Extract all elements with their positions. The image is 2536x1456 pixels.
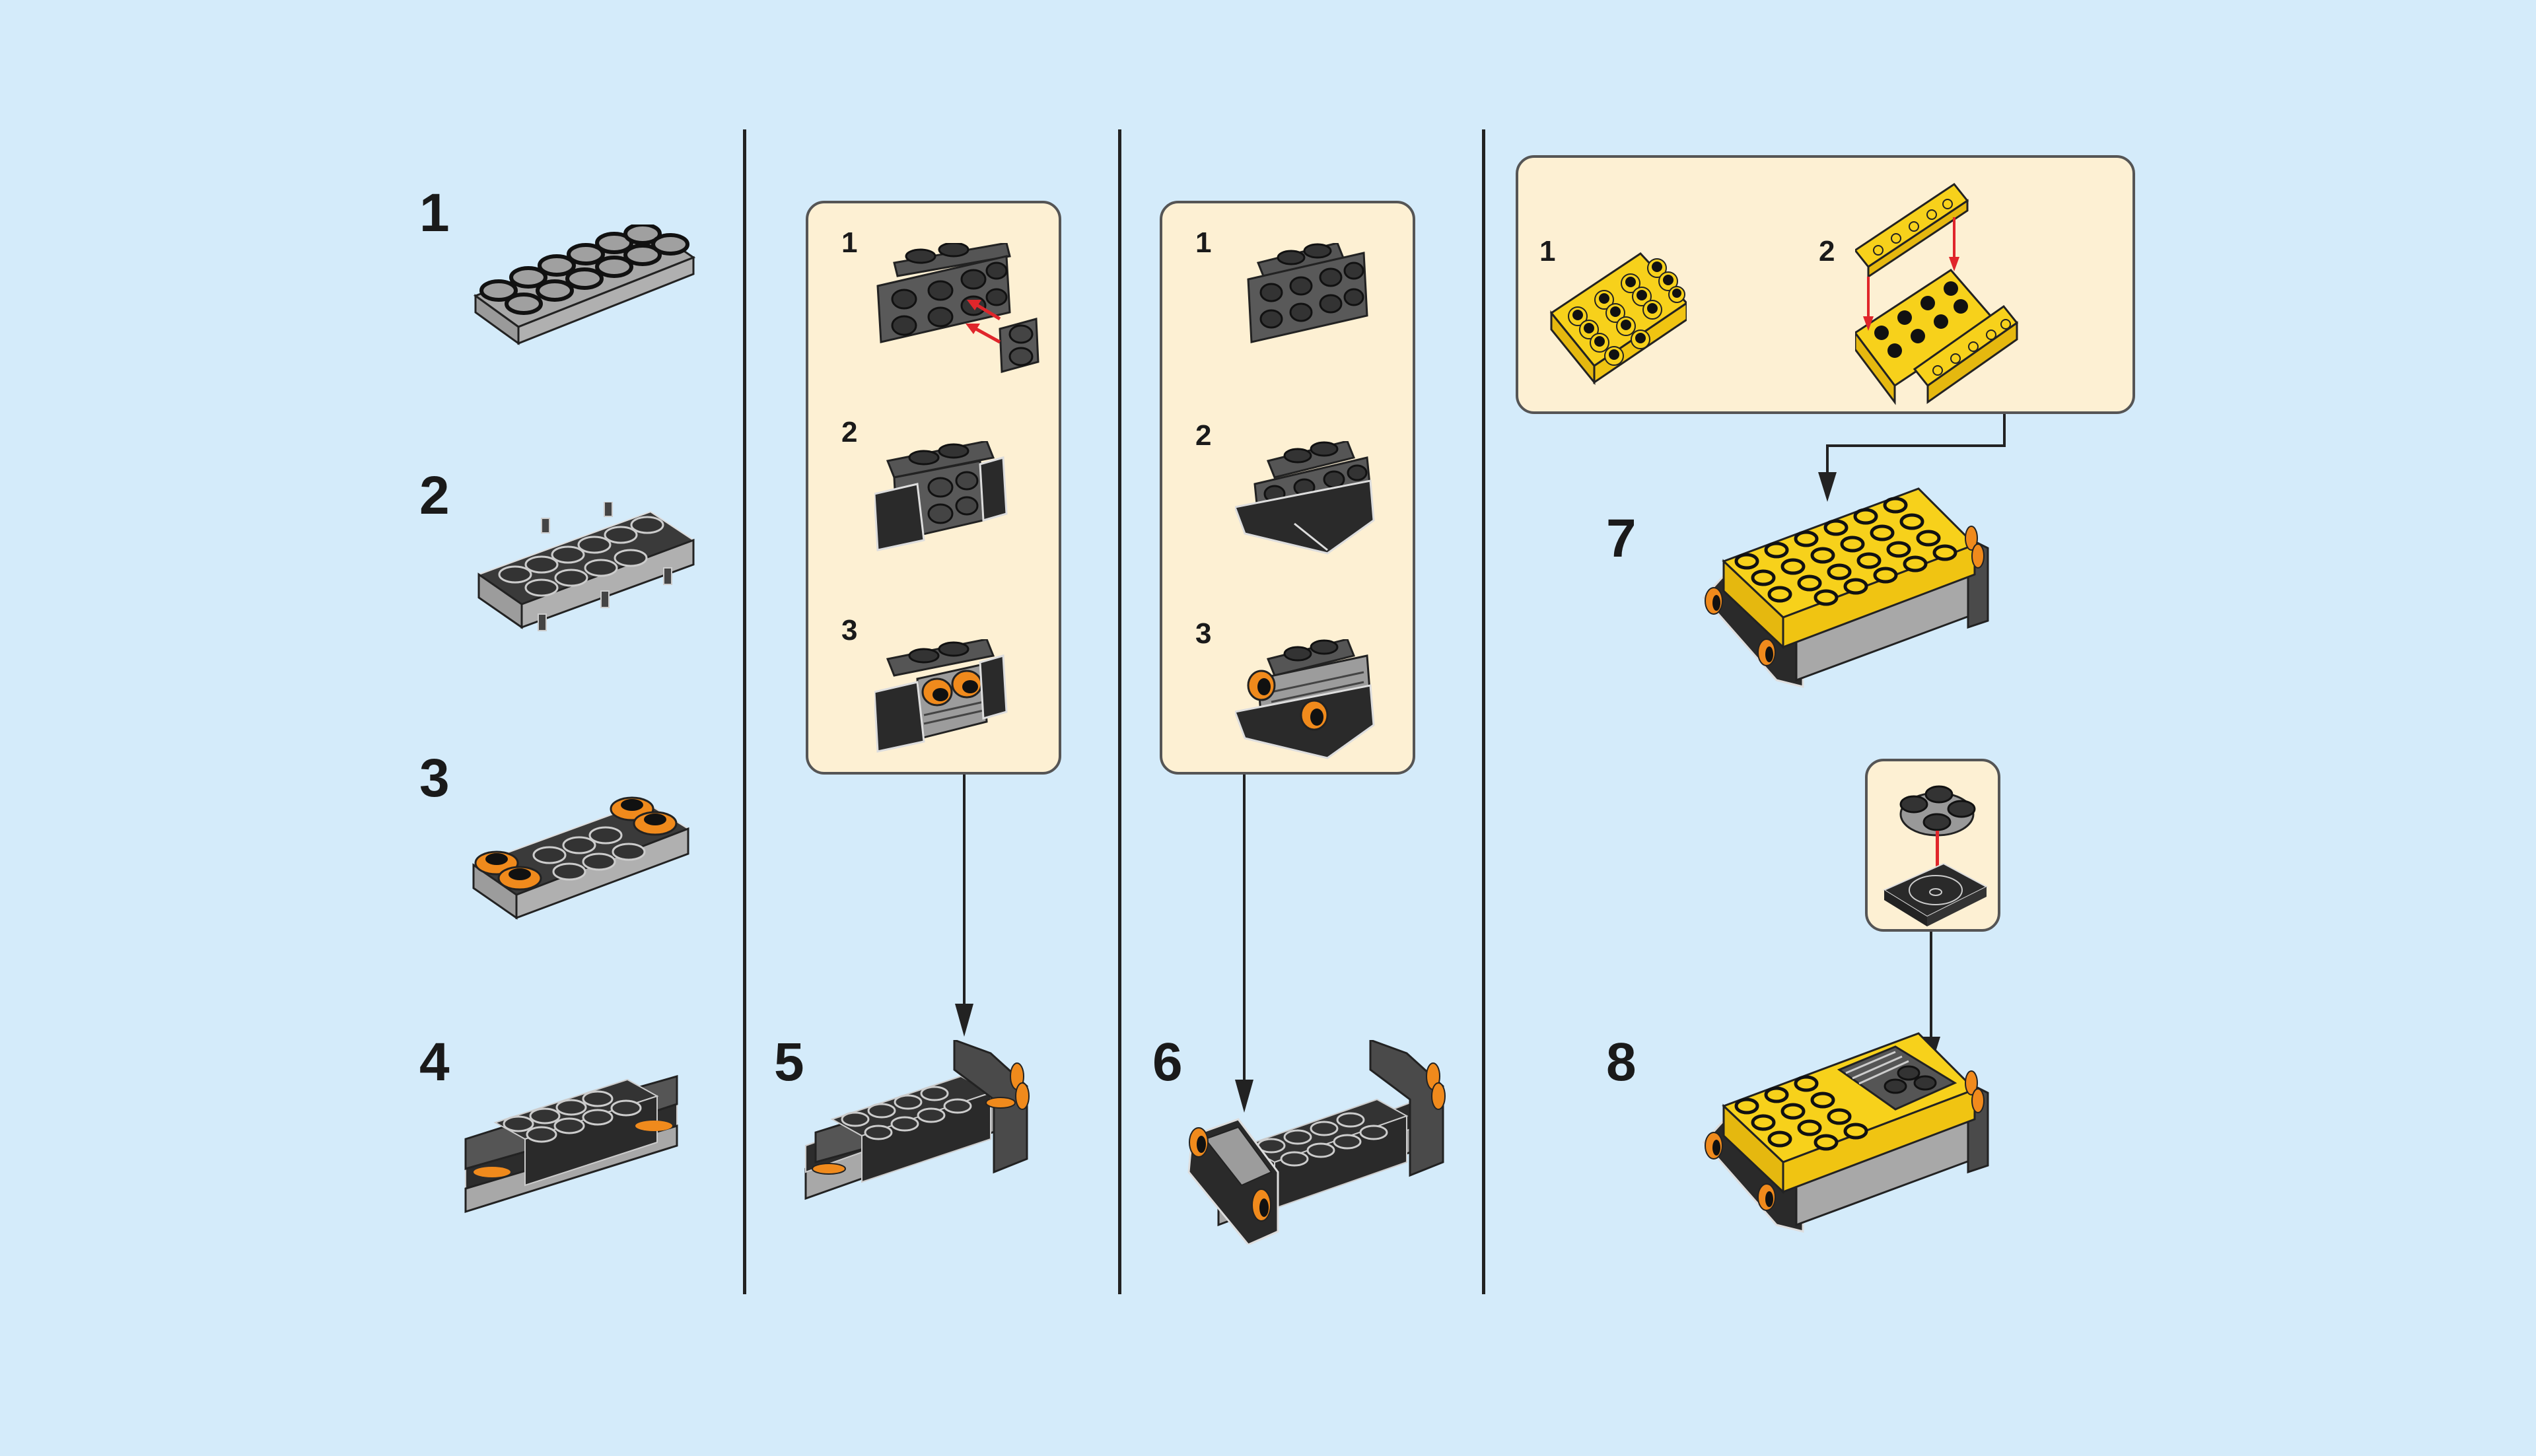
step-number-4: 4: [419, 1032, 450, 1092]
front-substep-3-illustration: [1235, 639, 1380, 765]
arrow-down-icon: [1235, 1080, 1253, 1113]
substep-number-1: 1: [841, 226, 858, 259]
black-base-icon: [477, 502, 695, 631]
rear-assembly-callout: 1 2: [806, 201, 1061, 775]
substep-number-3: 3: [1195, 617, 1212, 650]
yellow-plate-underside-icon: [1549, 252, 1687, 386]
column-divider-2: [1118, 129, 1121, 1294]
turntable-callout: [1865, 759, 2000, 932]
callout-arrow-line-8: [1930, 932, 1932, 1057]
arrow-down-icon: [1818, 472, 1837, 502]
chassis-with-front-rear-icon: [1187, 1040, 1446, 1245]
column-divider-1: [743, 129, 746, 1294]
substep-number-2: 2: [841, 416, 858, 448]
step-8-illustration: [1697, 1020, 2001, 1245]
step-3-illustration: [470, 789, 695, 928]
column-divider-3: [1482, 129, 1485, 1294]
step-4-illustration: [462, 1063, 687, 1222]
yellow-plate-with-rails-icon: [1855, 182, 2019, 405]
substep-number-1: 1: [1539, 235, 1556, 267]
car-with-yellow-roof-icon: [1702, 487, 1989, 688]
base-with-black-bricks-icon: [464, 1075, 678, 1214]
step-number-8: 8: [1606, 1032, 1637, 1092]
step-number-6: 6: [1152, 1032, 1183, 1092]
substep-number-2: 2: [1819, 235, 1835, 267]
bracket-with-plate-icon: [876, 243, 1039, 373]
roof-substep-2-illustration: [1855, 178, 2066, 409]
turntable-plate-icon: [1882, 785, 1989, 926]
substep-number-1: 1: [1195, 226, 1212, 259]
front-substep-1-illustration: [1245, 243, 1377, 362]
rear-substep-3-illustration: [874, 639, 1020, 765]
bracket-with-headlights-icon: [1235, 639, 1375, 759]
step-number-1: 1: [419, 183, 450, 243]
step-7-illustration: [1697, 482, 2001, 700]
roof-substep-1-illustration: [1548, 247, 1687, 396]
rear-substep-2-illustration: [874, 441, 1020, 567]
car-with-turntable-icon: [1702, 1032, 1989, 1233]
step-5-illustration: [802, 1040, 1067, 1225]
base-with-orange-plates-icon: [472, 796, 690, 920]
callout-arrow-line-7b: [1826, 444, 2006, 447]
arrow-down-icon: [955, 1004, 973, 1037]
step-number-7: 7: [1606, 508, 1637, 569]
gray-plate-icon: [473, 225, 696, 345]
step-2-illustration: [476, 502, 700, 634]
bracket-with-wedge-icon: [1235, 441, 1375, 555]
bracket-icon: [1247, 243, 1368, 343]
bracket-with-lights-icon: [874, 639, 1008, 753]
callout-arrow-line-7c: [1826, 444, 1829, 481]
front-assembly-callout: 1 2: [1160, 201, 1415, 775]
step-number-2: 2: [419, 466, 450, 526]
substep-number-2: 2: [1195, 419, 1212, 452]
chassis-with-rear-icon: [804, 1040, 1030, 1200]
callout-arrow-line-5: [963, 775, 966, 1032]
step-number-3: 3: [419, 748, 450, 808]
front-substep-2-illustration: [1235, 441, 1380, 567]
roof-assembly-callout: 1 2: [1516, 155, 2135, 414]
substep-number-3: 3: [841, 614, 858, 646]
callout-arrow-line-6: [1243, 775, 1246, 1108]
callout-arrow-line-7a: [2003, 414, 2006, 446]
step-number-5: 5: [774, 1032, 804, 1092]
step-1-illustration: [472, 225, 697, 350]
bracket-with-slopes-icon: [874, 441, 1008, 551]
rear-substep-1-illustration: [874, 243, 1046, 401]
step-6-illustration: [1179, 1040, 1476, 1245]
turntable-illustration: [1881, 768, 1990, 926]
